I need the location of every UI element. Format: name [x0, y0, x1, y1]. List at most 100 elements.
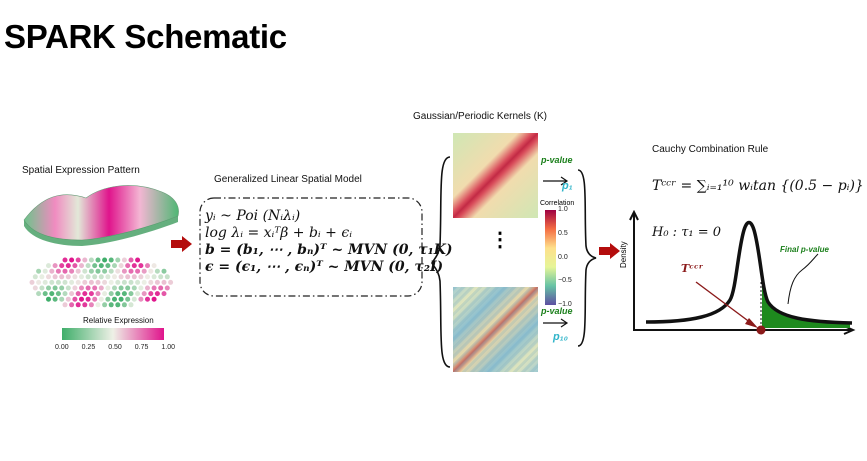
pvalue-label-bottom: p-value — [541, 306, 573, 316]
expression-spot — [131, 285, 137, 291]
expression-spot — [121, 291, 127, 297]
density-axes — [633, 214, 852, 331]
expression-spot — [138, 296, 144, 302]
expression-spot — [55, 291, 61, 297]
expression-spot — [121, 279, 127, 285]
more-kernels-dots: ⋮ — [490, 229, 510, 251]
expression-spot — [46, 263, 51, 269]
correlation-colorbar — [545, 210, 556, 305]
expression-spot — [108, 302, 114, 308]
expression-spot — [95, 257, 101, 263]
expression-spot — [98, 263, 104, 269]
tccr-label: Tᶜᶜʳ — [681, 262, 704, 275]
expression-spot — [75, 279, 81, 285]
expression-spot — [102, 291, 108, 297]
expression-spot — [128, 268, 134, 274]
expression-spot — [75, 268, 81, 274]
expression-spot — [62, 279, 68, 285]
density-axis-label: Density — [619, 241, 628, 268]
expression-spot — [135, 279, 141, 285]
expression-spot — [79, 263, 84, 269]
expression-spot — [92, 263, 98, 269]
expression-spot — [141, 291, 147, 297]
cauchy-density-curve — [645, 220, 853, 325]
expression-spot — [72, 263, 78, 269]
expression-spot — [85, 263, 91, 269]
expression-spot — [128, 257, 134, 263]
expression-spot — [121, 257, 127, 263]
expression-spot — [32, 274, 38, 280]
gaussian-kernel-heatmap — [453, 133, 538, 218]
cauchy-label: Cauchy Combination Rule — [652, 144, 769, 155]
expression-spot — [138, 274, 144, 280]
expression-spot — [151, 296, 157, 302]
p1-label: p₁ — [562, 180, 573, 192]
expression-spot — [52, 263, 58, 269]
expression-spot — [121, 302, 127, 308]
expression-spot — [131, 274, 137, 280]
expression-spot — [65, 296, 71, 302]
expression-spot — [118, 274, 124, 280]
expression-spot — [158, 274, 164, 280]
expression-spot — [98, 296, 104, 302]
expression-spot — [98, 285, 104, 291]
expression-spot — [46, 296, 51, 302]
expression-spot — [128, 279, 134, 285]
expression-spot — [148, 291, 154, 297]
expression-spot — [62, 257, 68, 263]
expression-spot — [85, 274, 91, 280]
correlation-colorbar-title: Correlation — [540, 200, 575, 207]
expression-spot — [65, 274, 71, 280]
expression-spot — [108, 268, 114, 274]
spatial-pattern-label: Spatial Expression Pattern — [22, 165, 140, 176]
left-curly-brace — [431, 156, 451, 368]
expression-spot — [121, 268, 127, 274]
expression-spot — [82, 257, 88, 263]
expression-spot — [46, 274, 51, 280]
expression-spot — [135, 268, 141, 274]
kernels-label: Gaussian/Periodic Kernels (K) — [413, 111, 547, 122]
expression-spot — [115, 291, 121, 297]
null-hypothesis: H₀ : τ₁ = 0 — [652, 225, 722, 240]
expression-spot — [32, 285, 38, 291]
expression-spot — [79, 274, 84, 280]
glm-equation-link: log λᵢ = xᵢᵀβ + bᵢ + ϵᵢ — [205, 225, 353, 241]
expression-spot — [161, 279, 167, 285]
expression-spot — [75, 257, 81, 263]
expression-spot — [125, 263, 131, 269]
expression-spot — [145, 285, 150, 291]
expression-spot — [115, 302, 121, 308]
expression-spot — [112, 296, 117, 302]
expression-colorbar — [62, 328, 164, 340]
expression-spot — [82, 291, 88, 297]
expression-spot — [125, 274, 131, 280]
expression-spot — [62, 302, 68, 308]
expression-spot — [161, 291, 167, 297]
expression-spot — [69, 257, 75, 263]
expression-spot — [151, 263, 157, 269]
glm-equation-random-effect: b = (b₁, ⋯ , bₙ)ᵀ ~ MVN (0, τ₁K) — [205, 242, 453, 258]
expression-spot — [125, 296, 131, 302]
expression-spot — [65, 263, 71, 269]
glm-equations: yᵢ ~ Poi (Nᵢλᵢ) log λᵢ = xᵢᵀβ + bᵢ + ϵᵢ … — [205, 208, 453, 276]
p10-label: p₁₀ — [553, 331, 568, 343]
expression-spot — [88, 257, 94, 263]
expression-spot — [95, 302, 101, 308]
expression-spot — [141, 279, 147, 285]
expression-spot — [59, 296, 65, 302]
expression-spot — [69, 291, 75, 297]
expression-spot — [36, 268, 42, 274]
glm-equation-noise: ϵ = (ϵ₁, ⋯ , ϵₙ)ᵀ ~ MVN (0, τ₂I) — [205, 259, 444, 275]
expression-spot — [158, 285, 164, 291]
arrow-right-icon — [543, 176, 569, 186]
expression-spot — [79, 296, 84, 302]
arrow-right-icon — [171, 236, 192, 252]
page-title: SPARK Schematic — [4, 18, 287, 55]
expression-spot — [102, 268, 108, 274]
expression-spot — [75, 302, 81, 308]
cauchy-density-plot — [629, 210, 856, 335]
expression-spot — [52, 274, 58, 280]
expression-spot — [102, 257, 108, 263]
